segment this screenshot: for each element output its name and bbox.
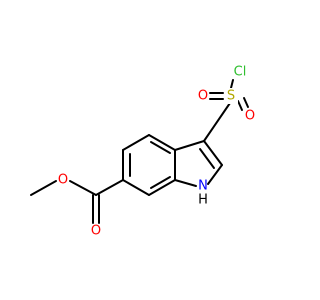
molecule-structure: Cl S O O O O N H: [30, 65, 255, 239]
bond-ring-c7-c7a: [148, 179, 176, 196]
bond-c3-c2-inner: [199, 148, 215, 169]
bond-ring-c7-c7a-inner: [150, 176, 171, 189]
indole-nitrogen-label: N: [198, 179, 208, 194]
sulfur-label-bg: [224, 88, 238, 104]
atom-layer: Cl S O O O O N H: [58, 65, 255, 239]
bond-o-carbonyl: [69, 180, 97, 196]
bond-layer: [30, 79, 249, 224]
bond-s-o-right-b: [243, 97, 249, 108]
sulfonyl-oxygen-left-label: O: [198, 89, 208, 104]
bond-ring-c3a-c4: [148, 134, 176, 151]
sulfur-label: S: [227, 89, 235, 104]
bond-carbonyl-ring: [95, 179, 124, 196]
bond-methyl-o: [30, 180, 57, 196]
bond-c2-n1: [207, 164, 223, 185]
indole-nh-hydrogen-label: H: [198, 193, 208, 208]
bond-s-cl: [230, 79, 234, 89]
bond-c3a-c3: [174, 140, 205, 151]
bond-c3-c2: [203, 140, 223, 166]
bond-n1-c7a: [174, 179, 197, 187]
bond-ring-c4-c5: [122, 134, 150, 151]
bond-ring-c3a-c4-inner: [150, 141, 171, 154]
ester-oxygen-label: O: [58, 173, 68, 188]
bond-c3-s: [203, 102, 231, 142]
sulfonyl-oxygen-right-label: O: [245, 109, 255, 124]
chlorine-label: Cl: [234, 65, 247, 80]
carbonyl-oxygen-label: O: [91, 224, 101, 239]
bond-ring-c6-c7: [122, 179, 150, 196]
bond-s-o-right-a: [237, 100, 243, 111]
